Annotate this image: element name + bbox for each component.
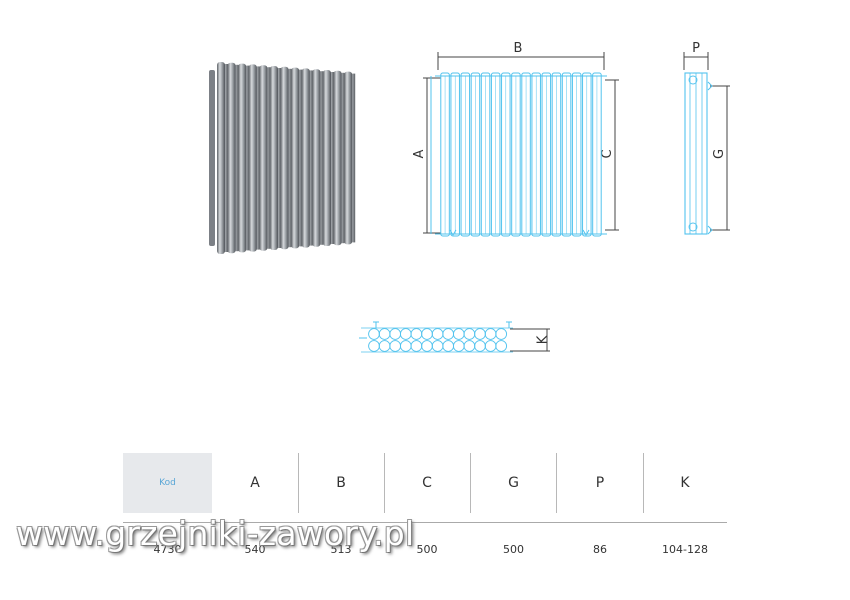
top-column-circle — [484, 328, 497, 340]
value-cell-b: 513 — [330, 542, 352, 556]
radiator-column — [270, 66, 278, 250]
front-column — [511, 72, 521, 237]
top-column-circle — [474, 328, 486, 340]
watermark-text: www.grzejniki-zawory.pl — [16, 514, 415, 553]
radiator-column — [312, 69, 321, 247]
radiator-column — [217, 62, 225, 254]
radiator-product-photo — [209, 62, 356, 254]
value-cell-c: 500 — [416, 542, 438, 556]
dimension-b-label: B — [514, 41, 523, 56]
radiator-column — [280, 66, 289, 250]
dimension-c-label: C — [600, 149, 615, 158]
front-column — [551, 72, 562, 237]
front-valve-marker — [449, 229, 457, 236]
header-cell-g: G — [508, 475, 519, 491]
column-separator — [643, 453, 644, 513]
header-cell-a: A — [250, 475, 260, 491]
front-column — [501, 72, 511, 237]
top-column-circle — [378, 340, 391, 352]
top-column-circle — [389, 340, 402, 352]
top-view-columns — [359, 321, 513, 353]
front-column — [521, 72, 531, 237]
value-cell-kod: 4730 — [153, 542, 182, 556]
top-column-circle — [442, 328, 455, 340]
dimension-p-label: P — [692, 41, 700, 56]
column-separator — [556, 453, 557, 513]
table-divider — [123, 522, 727, 523]
header-cell-k: K — [680, 475, 690, 491]
front-valve-marker — [582, 229, 590, 236]
radiator-column — [301, 68, 310, 248]
top-column-circle — [431, 340, 444, 352]
top-column-circle — [495, 328, 508, 340]
front-column — [531, 72, 541, 237]
top-view-drawing: K — [359, 321, 551, 353]
radiator-column — [248, 64, 257, 252]
front-column — [450, 72, 460, 237]
front-column — [470, 72, 481, 237]
value-cell-a: 540 — [244, 542, 266, 556]
top-column-circle — [452, 340, 465, 352]
side-view-drawing: P G — [683, 41, 730, 235]
spec-table: Kod A B C G P K 4730 540 513 500 500 86 104-128 — [123, 453, 727, 573]
header-cell-b: B — [336, 475, 346, 491]
top-column-circle — [368, 328, 380, 340]
front-column — [582, 72, 592, 237]
top-column-circle — [410, 328, 423, 340]
front-column — [541, 72, 552, 237]
front-column — [440, 72, 450, 237]
front-column — [480, 72, 491, 237]
value-cell-g: 500 — [503, 542, 524, 556]
radiator-column — [238, 63, 247, 253]
top-column-circle — [463, 340, 476, 352]
top-column-circle — [368, 340, 380, 352]
value-cell-p: 86 — [593, 542, 607, 556]
column-separator — [298, 453, 299, 513]
column-separator — [384, 453, 385, 513]
radiator-side-pipe — [209, 70, 215, 246]
radiator-column — [291, 67, 300, 249]
top-valve-marker — [506, 321, 512, 328]
front-column — [460, 72, 471, 237]
dimension-k-label: K — [536, 335, 551, 344]
radiator-column — [259, 65, 268, 251]
top-column-circle — [410, 340, 423, 352]
top-column-circle — [378, 328, 391, 340]
radiator-column — [323, 70, 331, 246]
top-column-circle — [389, 328, 402, 340]
front-column — [592, 72, 602, 237]
value-cell-k: 104-128 — [662, 542, 708, 556]
top-column-circle — [399, 328, 412, 340]
top-column-circle — [399, 340, 412, 352]
top-column-circle — [431, 328, 444, 340]
front-view-columns — [430, 72, 607, 237]
radiator-column — [344, 71, 353, 245]
header-cell-c: C — [422, 475, 432, 491]
top-column-circle — [463, 328, 476, 340]
header-cell-p: P — [595, 475, 605, 491]
dimension-g-label: G — [712, 149, 727, 159]
radiator-column — [227, 62, 236, 254]
radiator-column — [333, 70, 342, 246]
top-column-circle — [495, 340, 508, 352]
front-column — [561, 72, 572, 237]
top-valve-marker — [373, 321, 379, 328]
top-column-circle — [484, 340, 497, 352]
column-separator — [470, 453, 471, 513]
top-column-circle — [474, 340, 486, 352]
header-cell-kod: Kod — [123, 453, 212, 513]
top-column-circle — [421, 340, 433, 352]
front-column — [490, 72, 501, 237]
front-view-drawing: B A C — [412, 41, 619, 237]
dimension-a-label: A — [412, 149, 427, 158]
top-column-circle — [452, 328, 465, 340]
top-column-circle — [442, 340, 455, 352]
top-column-circle — [421, 328, 433, 340]
front-column — [571, 72, 582, 237]
